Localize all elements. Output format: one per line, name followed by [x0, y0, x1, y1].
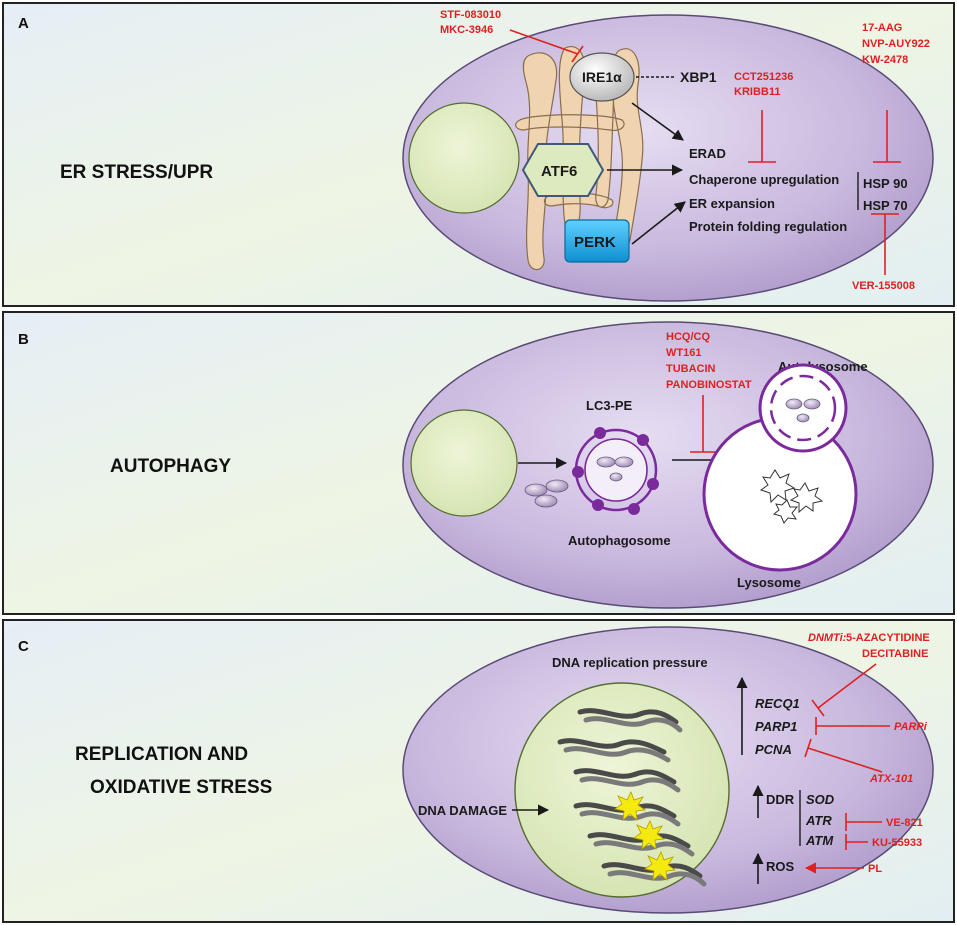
drug-ku55933: KU-55933: [872, 837, 922, 849]
drug-17aag: 17-AAG: [862, 22, 902, 34]
drug-dnmti-prefix: DNMTi:: [808, 632, 847, 644]
ddr-sod: SOD: [806, 792, 835, 807]
atf6-label: ATF6: [541, 163, 577, 180]
panel-c-title-line-1: REPLICATION AND: [75, 744, 248, 765]
cargo: [614, 456, 634, 468]
panel-b: B AUTOPHAGY LC3-PE Autophagosome HCQ/CQ …: [2, 311, 955, 615]
panel-c: C REPLICATION AND OXIDATIVE STRESS DNA r…: [2, 619, 955, 923]
inhibit-ire1-bar: [571, 45, 584, 63]
gene-parp1: PARP1: [755, 719, 797, 734]
panel-a-title: ER STRESS/UPR: [60, 162, 213, 183]
drug-hcq: HCQ/CQ: [666, 331, 710, 343]
output-erad: ERAD: [689, 146, 726, 161]
drug-nvp: NVP-AUY922: [862, 38, 930, 50]
drug-pl: PL: [868, 863, 882, 875]
autophagosome-inner: [584, 438, 648, 502]
drug-parpi: PARPi: [894, 721, 928, 733]
lc3-dot: [592, 499, 604, 511]
cargo: [596, 456, 616, 468]
drug-mkc: MKC-3946: [440, 24, 493, 36]
lc3-dot: [594, 427, 606, 439]
cargo: [796, 413, 810, 423]
lc3-dot: [647, 478, 659, 490]
damage-site-icon: [614, 791, 647, 821]
hsp90-label: HSP 90: [863, 176, 908, 191]
drug-ve821: VE-821: [886, 817, 923, 829]
inhibit-pcna-bar: [804, 738, 812, 758]
xbp1-label: XBP1: [680, 69, 717, 85]
cargo: [803, 398, 821, 410]
drug-kw: KW-2478: [862, 54, 908, 66]
drug-cct: CCT251236: [734, 71, 793, 83]
arrow-ire1-erad: [631, 102, 684, 141]
drug-ver: VER-155008: [852, 280, 915, 292]
nucleus-b: [410, 409, 518, 517]
autophagosome-label: Autophagosome: [568, 533, 671, 548]
ros-label: ROS: [766, 859, 795, 874]
damage-site-icon: [644, 851, 677, 881]
drug-panobinostat: PANOBINOSTAT: [666, 379, 752, 391]
autolysosome-inner: [769, 374, 837, 442]
degraded-debris: [772, 499, 799, 524]
autolysosome: [758, 363, 848, 453]
gene-pcna: PCNA: [755, 742, 792, 757]
hsp70-label: HSP 70: [863, 198, 908, 213]
cargo: [785, 398, 803, 410]
panel-b-letter: B: [18, 331, 29, 348]
drug-stf: STF-083010: [440, 9, 501, 21]
panel-b-title: AUTOPHAGY: [110, 456, 231, 477]
arrow-perk-outputs: [631, 201, 686, 245]
lc3-dot: [637, 434, 649, 446]
damage-label: DNA DAMAGE: [418, 803, 507, 818]
perk-sensor: [564, 219, 630, 263]
cargo: [545, 479, 569, 493]
panel-a: A ER STRESS/UPR IRE1α XBP1 ATF6 PERK ERA…: [2, 2, 955, 307]
lc3-dot: [572, 466, 584, 478]
lc3-label: LC3-PE: [586, 398, 633, 413]
inhibit-pcna: [807, 747, 883, 773]
drug-kribb: KRIBB11: [734, 86, 780, 98]
ire1-sensor: [569, 52, 635, 102]
panel-c-letter: C: [18, 638, 29, 655]
degraded-debris: [789, 482, 824, 514]
degraded-debris: [759, 469, 796, 504]
gene-recq1: RECQ1: [755, 696, 800, 711]
output-er-expansion: ER expansion: [689, 196, 775, 211]
perk-label: PERK: [574, 234, 616, 251]
inhibit-recq1: [817, 663, 877, 709]
drug-wt161: WT161: [666, 347, 701, 359]
lc3-dot: [628, 503, 640, 515]
atf6-sensor: [521, 143, 605, 197]
cargo: [534, 494, 558, 508]
output-chaperone: Chaperone upregulation: [689, 172, 839, 187]
damage-site-icon: [633, 820, 666, 850]
panel-a-letter: A: [18, 15, 29, 32]
cargo: [524, 483, 548, 497]
drug-atx: ATX-101: [869, 773, 913, 785]
output-folding: Protein folding regulation: [689, 219, 847, 234]
ddr-atr: ATR: [805, 813, 832, 828]
cargo: [609, 472, 623, 482]
panel-c-title-line-2: OXIDATIVE STRESS: [90, 777, 272, 798]
pressure-label: DNA replication pressure: [552, 655, 708, 670]
inhibit-recq1-bar: [811, 699, 825, 717]
drug-decitabine: DECITABINE: [862, 648, 928, 660]
nucleus-a: [408, 102, 520, 214]
ire1-label: IRE1α: [582, 69, 622, 85]
lysosome-label: Lysosome: [737, 575, 801, 590]
ddr-atm: ATM: [805, 833, 834, 848]
drug-azacytidine: 5-AZACYTIDINE: [846, 632, 930, 644]
drug-tubacin: TUBACIN: [666, 363, 716, 375]
ddr-label: DDR: [766, 792, 795, 807]
inhibit-ire1: [509, 29, 579, 55]
